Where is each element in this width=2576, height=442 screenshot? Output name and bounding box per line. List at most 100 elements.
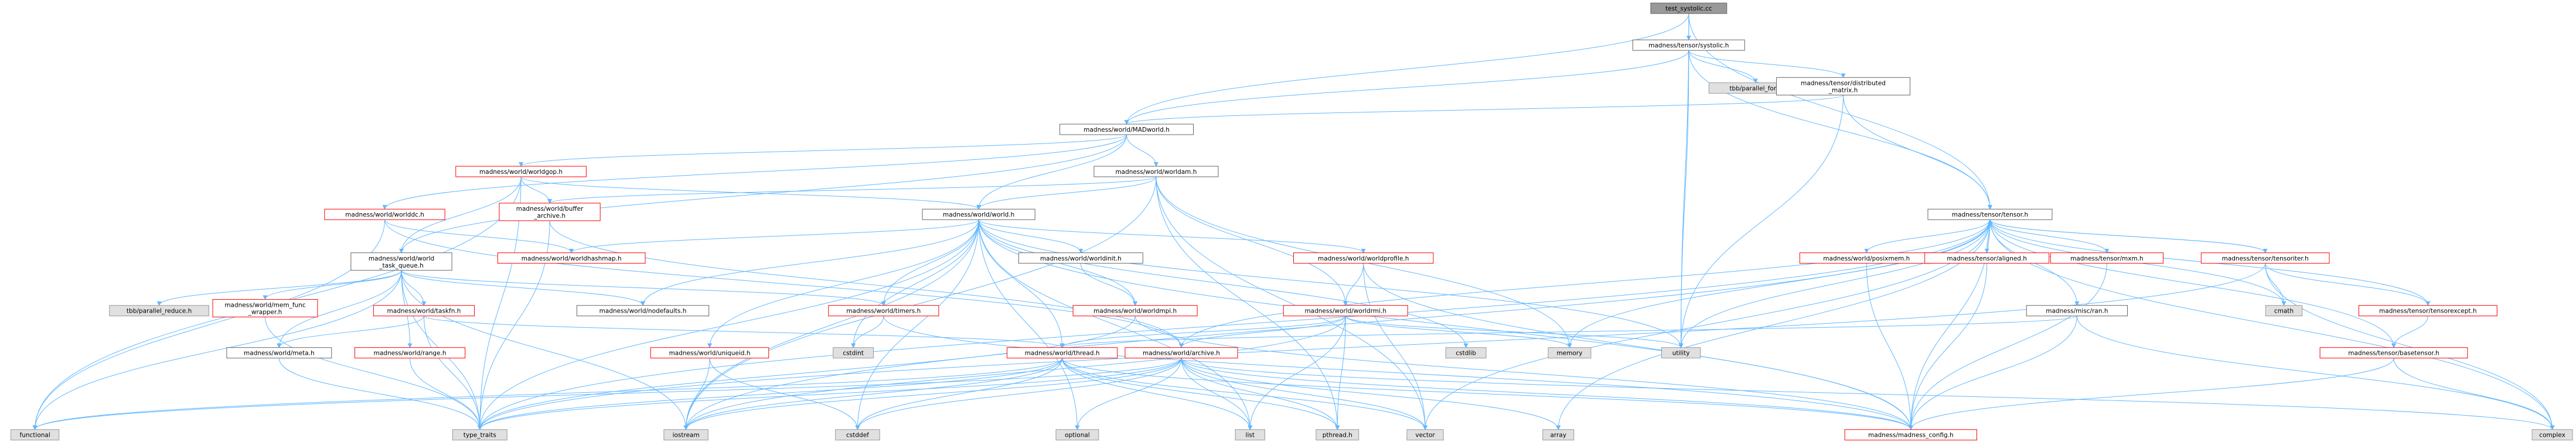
node-box-taskqueue bbox=[350, 252, 452, 271]
node-label-tensoriter: madness/tensor/tensoriter.h bbox=[2222, 255, 2309, 262]
node-functional: functional bbox=[11, 429, 60, 441]
node-box-list bbox=[1235, 429, 1265, 441]
node-label-worldgop: madness/world/worldgop.h bbox=[479, 169, 563, 176]
node-bufferarchive[interactable]: madness/world/buffer_archive.h bbox=[499, 203, 601, 221]
node-test_systolic[interactable]: test_systolic.cc bbox=[1650, 2, 1727, 14]
node-worldrmi[interactable]: madness/world/worldrmi.h bbox=[1283, 305, 1408, 317]
node-parallel_reduce: tbb/parallel_reduce.h bbox=[109, 305, 209, 317]
node-timers[interactable]: madness/world/timers.h bbox=[828, 305, 939, 317]
node-aligned[interactable]: madness/tensor/aligned.h bbox=[1924, 252, 2050, 264]
node-worlddc[interactable]: madness/world/worlddc.h bbox=[324, 208, 445, 220]
node-worldhashmap[interactable]: madness/world/worldhashmap.h bbox=[497, 252, 646, 264]
edge-range-to-type_traits bbox=[410, 358, 482, 430]
edge-world-to-nodefaults bbox=[640, 220, 979, 306]
node-worldmpi[interactable]: madness/world/worldmpi.h bbox=[1072, 305, 1198, 317]
edge-archive-to-complex bbox=[1181, 358, 2555, 430]
edge-meta-to-type_traits bbox=[278, 358, 482, 430]
node-madworld[interactable]: madness/world/MADworld.h bbox=[1059, 124, 1194, 135]
node-distmatrix[interactable]: madness/tensor/distributed_matrix.h bbox=[1776, 77, 1911, 95]
edge-tensor-to-memory bbox=[1567, 220, 1991, 348]
node-box-worldinit bbox=[1018, 252, 1143, 264]
edge-madworld-to-worldgop bbox=[519, 134, 1127, 167]
edge-tensorexcept-to-basetensor bbox=[2391, 316, 2428, 348]
edge-distmatrix-to-madworld bbox=[1124, 94, 1844, 125]
node-tensor[interactable]: madness/tensor/tensor.h bbox=[1927, 208, 2053, 220]
edge-tensor-to-archive bbox=[1179, 220, 1991, 348]
edge-world-to-cstdlib bbox=[978, 220, 1468, 348]
node-label-posixmem: madness/world/posixmem.h bbox=[1823, 255, 1910, 262]
node-label-taskqueue: madness/world/world bbox=[369, 255, 434, 262]
node-label-distmatrix: _matrix.h bbox=[1828, 87, 1858, 94]
node-ran[interactable]: madness/misc/ran.h bbox=[2026, 305, 2128, 317]
node-box-worldhashmap bbox=[497, 252, 646, 264]
node-label-worlddc: madness/world/worlddc.h bbox=[345, 211, 424, 218]
node-label-complex: complex bbox=[2539, 432, 2565, 439]
node-range[interactable]: madness/world/range.h bbox=[355, 347, 466, 359]
node-memfunc[interactable]: madness/world/mem_func_wrapper.h bbox=[212, 299, 318, 317]
node-basetensor[interactable]: madness/tensor/basetensor.h bbox=[2319, 347, 2468, 359]
node-box-meta bbox=[226, 347, 332, 359]
node-posixmem[interactable]: madness/world/posixmem.h bbox=[1799, 252, 1934, 264]
node-list: list bbox=[1235, 429, 1265, 441]
node-box-madconfig bbox=[1844, 429, 1977, 441]
node-systolic[interactable]: madness/tensor/systolic.h bbox=[1632, 39, 1745, 51]
edge-archive-to-type_traits bbox=[477, 358, 1182, 430]
edge-archive-to-list bbox=[1181, 358, 1253, 430]
node-box-vector bbox=[1406, 429, 1444, 441]
node-taskqueue[interactable]: madness/world/world_task_queue.h bbox=[350, 252, 452, 271]
node-complex: complex bbox=[2531, 429, 2573, 441]
node-label-tensorexcept: madness/tensor/tensorexcept.h bbox=[2379, 308, 2476, 315]
node-pthread: pthread.h bbox=[1316, 429, 1359, 441]
node-label-utility: utility bbox=[1672, 350, 1690, 357]
edge-world-to-utility bbox=[978, 220, 1684, 348]
node-label-cmath: cmath bbox=[2274, 308, 2294, 315]
node-label-meta: madness/world/meta.h bbox=[244, 350, 315, 357]
node-taskfn[interactable]: madness/world/taskfn.h bbox=[373, 305, 475, 317]
edge-world-to-worldhashmap bbox=[569, 219, 979, 253]
node-label-ran: madness/misc/ran.h bbox=[2046, 308, 2108, 315]
node-box-iostream bbox=[663, 429, 708, 441]
edge-worldrmi-to-utility bbox=[1345, 316, 1684, 348]
node-label-functional: functional bbox=[20, 432, 50, 439]
node-tensorexcept[interactable]: madness/tensor/tensorexcept.h bbox=[2358, 305, 2497, 317]
node-world[interactable]: madness/world/world.h bbox=[922, 208, 1035, 220]
edge-tensoriter-to-complex bbox=[2265, 263, 2555, 430]
edge-taskfn-to-type_traits bbox=[423, 316, 482, 430]
node-archive[interactable]: madness/world/archive.h bbox=[1125, 347, 1238, 359]
node-label-worldrmi: madness/world/worldrmi.h bbox=[1304, 308, 1386, 315]
node-label-range: madness/world/range.h bbox=[374, 350, 447, 357]
edge-tensoriter-to-tensorexcept bbox=[2265, 263, 2431, 306]
node-label-optional: optional bbox=[1065, 432, 1090, 439]
node-label-vector: vector bbox=[1415, 432, 1435, 439]
node-box-pthread bbox=[1316, 429, 1359, 441]
edge-worldgop-to-bufferarchive bbox=[520, 176, 553, 204]
node-meta[interactable]: madness/world/meta.h bbox=[226, 347, 332, 359]
node-worldam[interactable]: madness/world/worldam.h bbox=[1093, 166, 1219, 177]
node-cstddef: cstddef bbox=[835, 429, 880, 441]
edge-taskqueue-to-meta bbox=[277, 270, 402, 348]
edge-archive-to-array bbox=[1181, 358, 1561, 430]
edge-worldinit-to-worldmpi bbox=[1080, 263, 1138, 306]
edge-thread-to-type_traits bbox=[477, 358, 1063, 430]
node-worldprofile[interactable]: madness/world/worldprofile.h bbox=[1293, 252, 1434, 264]
node-label-worldmpi: madness/world/worldmpi.h bbox=[1093, 308, 1177, 315]
node-thread[interactable]: madness/world/thread.h bbox=[1007, 347, 1118, 359]
node-box-basetensor bbox=[2319, 347, 2468, 359]
node-tensoriter[interactable]: madness/tensor/tensoriter.h bbox=[2200, 252, 2330, 264]
node-label-basetensor: madness/tensor/basetensor.h bbox=[2348, 350, 2439, 357]
node-box-worldrmi bbox=[1283, 305, 1408, 317]
node-worldgop[interactable]: madness/world/worldgop.h bbox=[455, 166, 587, 177]
edge-world-to-worldinit bbox=[978, 220, 1083, 253]
node-uniqueid[interactable]: madness/world/uniqueid.h bbox=[650, 347, 769, 359]
node-nodefaults[interactable]: madness/world/nodefaults.h bbox=[576, 305, 710, 317]
node-madconfig[interactable]: madness/madness_config.h bbox=[1844, 429, 1977, 441]
edge-archive-to-cstddef bbox=[855, 358, 1182, 430]
node-mxm[interactable]: madness/tensor/mxm.h bbox=[2050, 252, 2163, 264]
edge-uniqueid-to-cstddef bbox=[709, 358, 860, 430]
node-worldinit[interactable]: madness/world/worldinit.h bbox=[1018, 252, 1143, 264]
node-label-bufferarchive: madness/world/buffer bbox=[516, 205, 584, 213]
edge-world-to-timers bbox=[881, 220, 979, 306]
node-box-range bbox=[355, 347, 466, 359]
edge-tensoriter-to-type_traits bbox=[478, 263, 2266, 430]
